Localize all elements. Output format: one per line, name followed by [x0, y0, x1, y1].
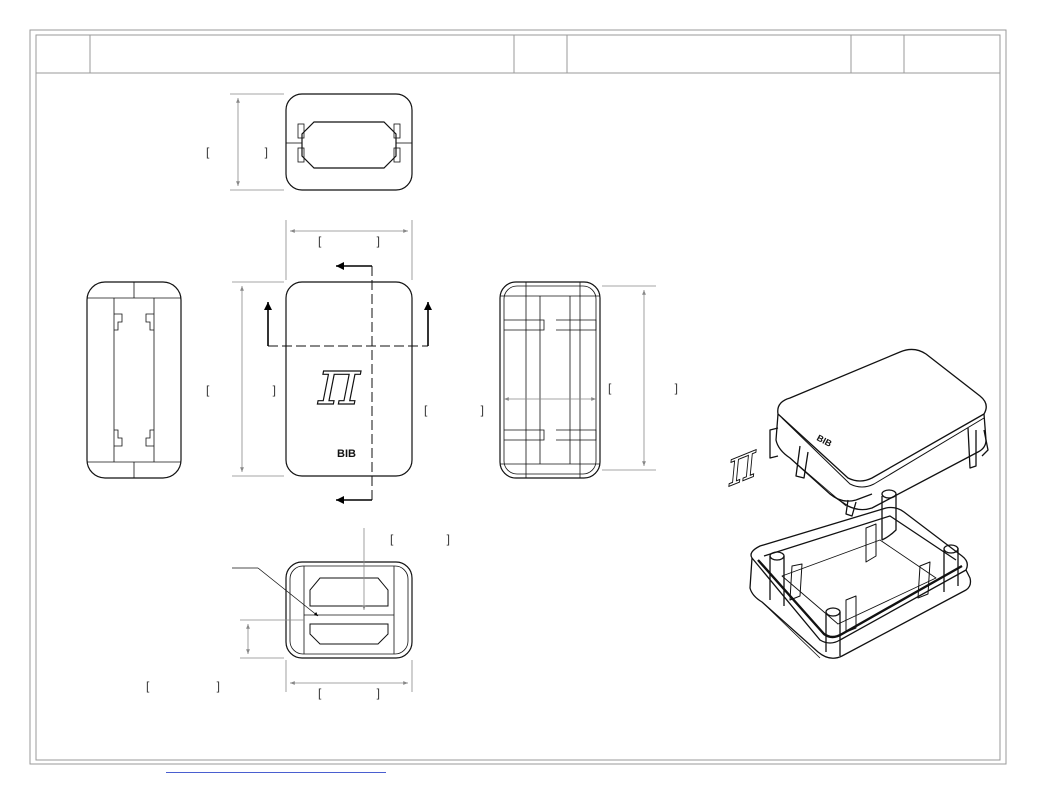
dim-section-height: [ ]: [608, 381, 678, 395]
sheet-frame: [29, 29, 1007, 765]
top-view: [285, 93, 413, 191]
brand-mark: BIB: [337, 448, 356, 460]
section-view: [499, 281, 601, 479]
front-height-dimension: [232, 281, 284, 477]
dim-top-view-height: [ ]: [206, 145, 268, 159]
title-block: [89, 35, 905, 73]
pi-logo: π: [317, 346, 361, 420]
dim-section-inner: [ ]: [424, 403, 484, 417]
dim-front-height: [ ]: [206, 383, 276, 397]
bottom-side-dimension: [240, 619, 304, 659]
iso-pi-logo: π: [725, 431, 759, 499]
front-view: [285, 281, 413, 477]
dim-front-width: [ ]: [318, 234, 380, 248]
iso-base: [749, 489, 972, 659]
bottom-view: [285, 561, 413, 659]
iso-brand-mark: BIB: [815, 433, 834, 449]
side-view: [86, 281, 182, 479]
dim-bottom-gap: [ ]: [390, 532, 450, 546]
footer-link[interactable]: [166, 760, 386, 773]
top-view-height-dimension: [230, 93, 284, 191]
dim-bottom-side: [ ]: [146, 679, 220, 693]
bottom-width-dimension: [285, 660, 413, 692]
iso-lid: [769, 348, 989, 517]
bottom-leader: [232, 567, 319, 617]
front-width-dimension: [285, 220, 413, 280]
section-height-dimension: [602, 285, 656, 471]
dim-bottom-width: [ ]: [318, 686, 380, 700]
section-line: [264, 262, 432, 504]
